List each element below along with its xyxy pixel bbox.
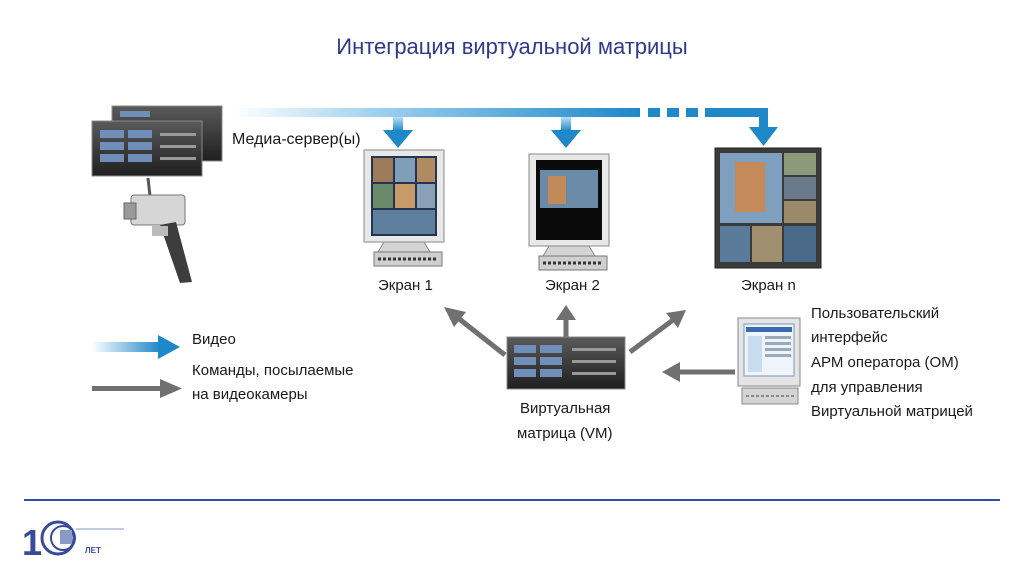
operator-workstation-icon	[737, 317, 801, 405]
operator-ui-label-line1: Пользовательский	[811, 305, 940, 322]
video-bus	[235, 108, 768, 128]
command-arrow-to-screenN	[628, 310, 686, 355]
legend-video-label: Видео	[192, 331, 236, 348]
virtual-matrix-label-line1: Виртуальная	[520, 400, 611, 417]
operator-ui-label-line4: для управления	[811, 379, 923, 396]
page-title: Интеграция виртуальной матрицы	[336, 34, 688, 59]
logo-caption: ЛЕТ	[85, 546, 101, 555]
screen1-label: Экран 1	[378, 277, 433, 294]
camera-icon	[123, 177, 192, 283]
command-arrow-from-operator	[662, 362, 735, 382]
screen2-label: Экран 2	[545, 277, 600, 294]
command-arrow-to-screen1	[444, 307, 507, 357]
svg-text:1: 1	[22, 522, 42, 563]
media-server-icon	[91, 105, 223, 177]
legend-video-arrow	[92, 335, 180, 359]
monitor-screen2	[528, 153, 610, 271]
operator-ui-label-line3: АРМ оператора (ОМ)	[811, 354, 959, 371]
monitor-screenN	[714, 147, 822, 269]
screenN-label: Экран n	[741, 277, 796, 294]
video-arrow-screenN	[749, 127, 778, 146]
footer-divider	[24, 499, 1000, 501]
operator-ui-label-line2: интерфейс	[811, 329, 888, 346]
video-arrow-screen1	[383, 117, 413, 148]
virtual-matrix-label-line2: матрица (VM)	[517, 425, 613, 442]
logo-1c: 1	[22, 520, 124, 563]
operator-ui-label-line5: Виртуальной матрицей	[811, 403, 973, 420]
legend-commands-label-line1: Команды, посылаемые	[192, 362, 354, 379]
monitor-screen1	[363, 149, 445, 267]
legend-commands-label-line2: на видеокамеры	[192, 386, 308, 403]
command-arrow-to-screen2	[556, 305, 576, 340]
media-server-label: Медиа-сервер(ы)	[232, 131, 361, 148]
video-arrow-screen2	[551, 117, 581, 148]
legend-command-arrow	[92, 379, 182, 398]
virtual-matrix-server-icon	[506, 336, 626, 390]
